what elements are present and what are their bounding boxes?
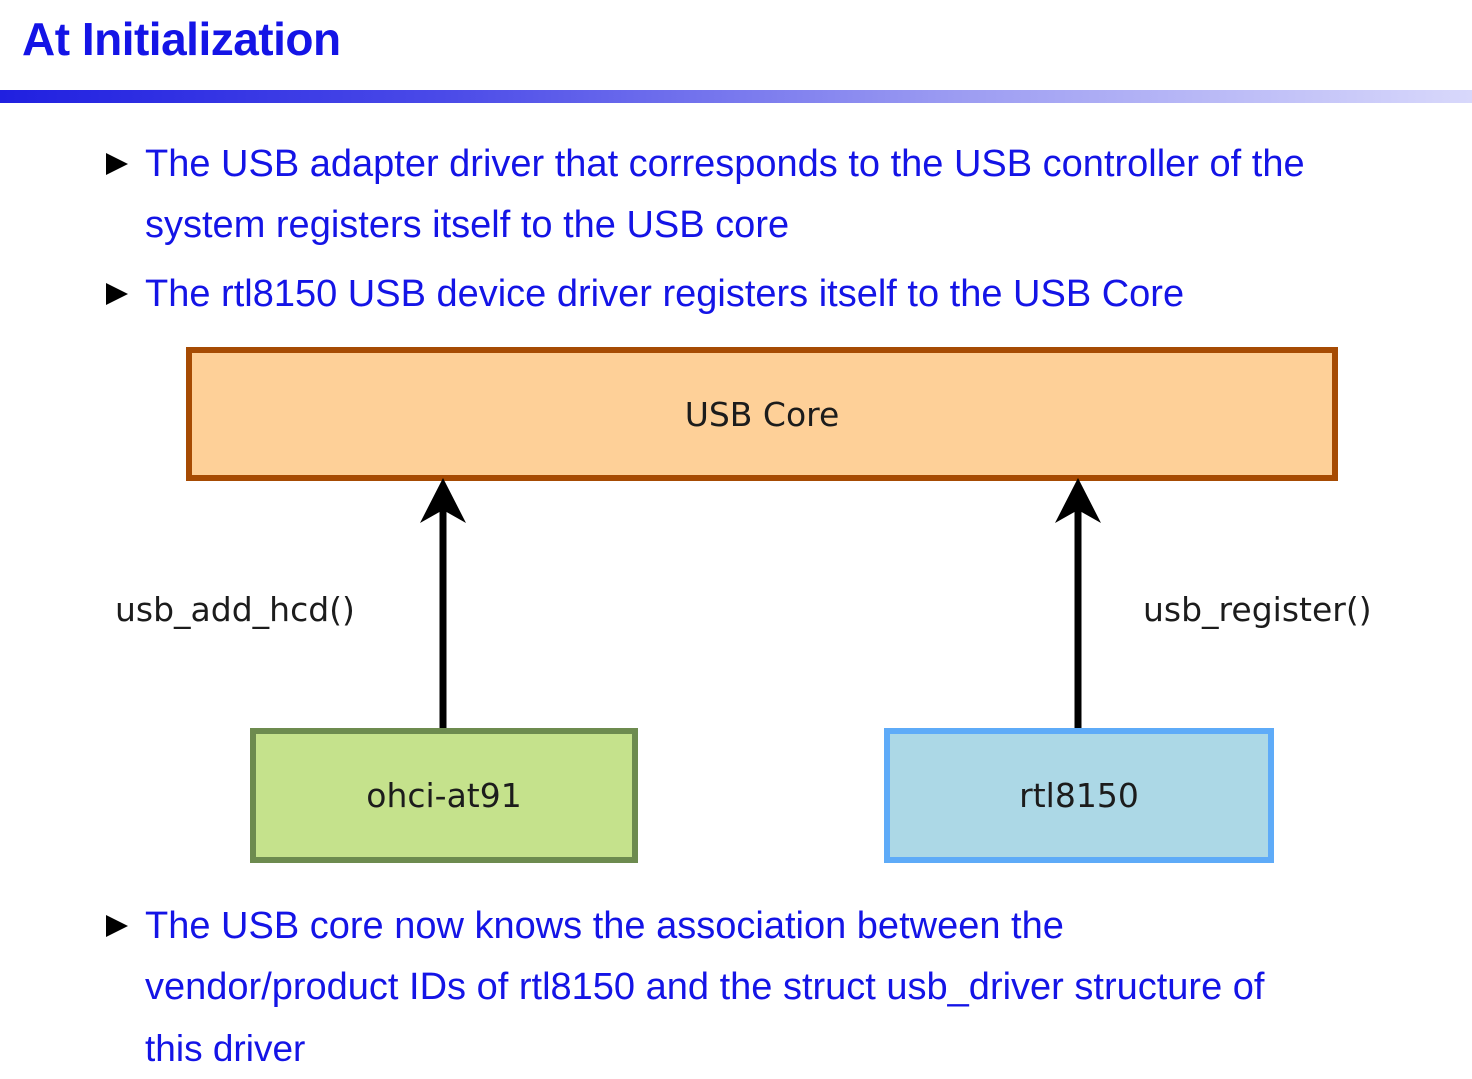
bullet-3-line-3: this driver — [145, 1028, 306, 1069]
rtl8150-box: rtl8150 — [884, 728, 1274, 863]
ohci-at91-label: ohci-at91 — [366, 776, 522, 815]
right-arrow — [1055, 478, 1101, 730]
slide-title: At Initialization — [22, 13, 341, 65]
rtl8150-label: rtl8150 — [1019, 776, 1139, 815]
left-arrow — [420, 478, 466, 730]
bullet-3-line-1: The USB core now knows the association b… — [145, 905, 1064, 947]
bullet-arrow-icon — [106, 915, 128, 937]
bullet-1-line-2: system registers itself to the USB core — [145, 204, 790, 246]
usb-core-label: USB Core — [684, 394, 840, 434]
bullet-3-line-2: vendor/product IDs of rtl8150 and the st… — [145, 966, 1265, 1008]
ohci-at91-box: ohci-at91 — [250, 728, 638, 863]
title-underline — [0, 90, 1472, 103]
usb-register-label: usb_register() — [1143, 590, 1372, 629]
bullet-2-line-1: The rtl8150 USB device driver registers … — [145, 273, 1185, 315]
bullet-arrow-icon — [106, 283, 128, 305]
bullet-1-line-1: The USB adapter driver that corresponds … — [145, 143, 1305, 185]
usb-core-box: USB Core — [186, 347, 1338, 481]
bullet-arrow-icon — [106, 153, 128, 175]
usb-add-hcd-label: usb_add_hcd() — [115, 590, 355, 629]
